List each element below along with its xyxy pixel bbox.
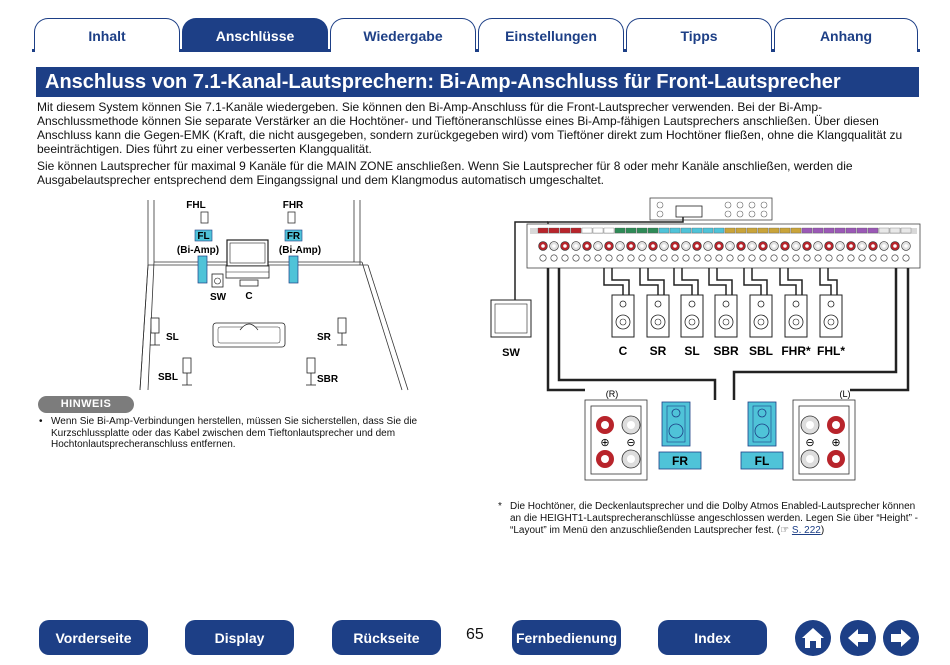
speaker-label: SBL: [749, 344, 773, 358]
fl-wiring-label: FL: [755, 454, 770, 468]
speaker-label: SBR: [713, 344, 739, 358]
arrow-left-icon: [848, 629, 868, 647]
sbr-speaker-icon: [306, 357, 316, 374]
fhr-label: FHR: [283, 200, 304, 211]
footnote: * Die Hochtöner, die Deckenlautsprecher …: [498, 501, 918, 537]
svg-text:⊖: ⊖: [626, 437, 635, 449]
hinweis-bullet: •: [39, 416, 43, 427]
sw-wiring-label: SW: [502, 347, 520, 359]
fl-terminal-block: ⊖ ⊕: [792, 399, 856, 481]
c-room-label: C: [245, 291, 252, 302]
room-layout-diagram: FHL FHR FL FR (Bi-Amp) (Bi-Amp) SW C SL …: [139, 200, 409, 391]
intro-paragraph-1: Mit diesem System können Sie 7.1-Kanäle …: [37, 100, 903, 156]
speaker-label: C: [619, 344, 628, 358]
tab-wiedergabe[interactable]: Wiedergabe: [330, 18, 476, 52]
fl-label: FL: [197, 231, 209, 242]
hinweis-note: • Wenn Sie Bi-Amp-Verbindungen herstelle…: [38, 416, 468, 451]
fr-label: FR: [287, 231, 301, 242]
home-button[interactable]: [795, 620, 831, 656]
page-ref[interactable]: (☞ S. 222): [776, 525, 825, 536]
tab-tipps[interactable]: Tipps: [626, 18, 772, 52]
sbl-speaker-icon: [182, 357, 192, 374]
hinweis-badge: HINWEIS: [38, 396, 134, 413]
forward-button[interactable]: [883, 620, 919, 656]
tab-inhalt[interactable]: Inhalt: [34, 18, 180, 52]
fhl-label: FHL: [186, 200, 205, 211]
tab-einstellungen[interactable]: Einstellungen: [478, 18, 624, 52]
sl-speaker-icon: [150, 317, 160, 334]
page-title: Anschluss von 7.1-Kanal-Lautsprechern: B…: [36, 67, 919, 97]
left-channel-label: (L): [840, 389, 851, 399]
fl-badge: [194, 229, 213, 242]
speaker-terminals: [537, 227, 912, 262]
nav-rueckseite-button[interactable]: Rückseite: [332, 620, 441, 655]
arrow-right-icon: [891, 629, 911, 647]
home-icon: [802, 628, 824, 648]
c-speaker-icon: [239, 279, 259, 287]
top-tab-bar: Inhalt Anschlüsse Wiedergabe Einstellung…: [32, 16, 920, 52]
sl-room-label: SL: [166, 332, 179, 343]
fr-speaker-icon: [288, 255, 299, 284]
nav-fernbedienung-button[interactable]: Fernbedienung: [512, 620, 621, 655]
hinweis-text: Wenn Sie Bi-Amp-Verbindungen herstellen,…: [51, 416, 418, 450]
sr-room-label: SR: [317, 332, 332, 343]
tab-anschluesse[interactable]: Anschlüsse: [182, 18, 328, 52]
sr-speaker-icon: [337, 317, 347, 334]
svg-text:⊖: ⊖: [805, 437, 814, 449]
svg-text:⊕: ⊕: [831, 437, 840, 449]
sofa-icon: [212, 322, 286, 348]
fhr-speaker-icon: [287, 211, 296, 224]
sw-room-label: SW: [210, 292, 227, 303]
fr-terminal-block: ⊕ ⊖: [584, 399, 648, 481]
right-channel-label: (R): [606, 389, 619, 399]
fl-speaker-icon: [197, 255, 208, 284]
nav-display-button[interactable]: Display: [185, 620, 294, 655]
speaker-label: SR: [650, 344, 667, 358]
tab-baseline: [32, 49, 920, 52]
pointing-hand-icon: ☞: [780, 525, 790, 536]
sw-speaker-icon: [211, 273, 224, 288]
page-number: 65: [466, 626, 484, 643]
back-button[interactable]: [840, 620, 876, 656]
wiring-diagram: SW C SR SL SBR SBL FHR* FHL* ⊕ ⊖ (R) FR FL ⊖ ⊕: [490, 197, 921, 481]
footnote-star: *: [498, 501, 502, 512]
footnote-text: Die Hochtöner, die Deckenlautsprecher un…: [510, 501, 919, 536]
fr-wiring-label: FR: [672, 454, 688, 468]
intro-paragraph-2: Sie können Lautsprecher für maximal 9 Ka…: [37, 159, 853, 187]
speaker-label: FHR*: [781, 344, 811, 358]
subwoofer-icon: [490, 299, 532, 338]
speaker-label: FHL*: [817, 344, 845, 358]
fhl-speaker-icon: [200, 211, 209, 224]
fl-biamp-label: (Bi-Amp): [177, 245, 219, 256]
fr-biamp-label: (Bi-Amp): [279, 245, 321, 256]
nav-index-button[interactable]: Index: [658, 620, 767, 655]
nav-vorderseite-button[interactable]: Vorderseite: [39, 620, 148, 655]
sbr-room-label: SBR: [317, 374, 339, 385]
svg-text:⊕: ⊕: [600, 437, 609, 449]
tab-anhang[interactable]: Anhang: [774, 18, 918, 52]
speaker-label: SL: [684, 344, 699, 358]
fr-badge: [284, 229, 303, 242]
page-ref-link[interactable]: S. 222: [791, 525, 821, 536]
sbl-room-label: SBL: [158, 372, 178, 383]
